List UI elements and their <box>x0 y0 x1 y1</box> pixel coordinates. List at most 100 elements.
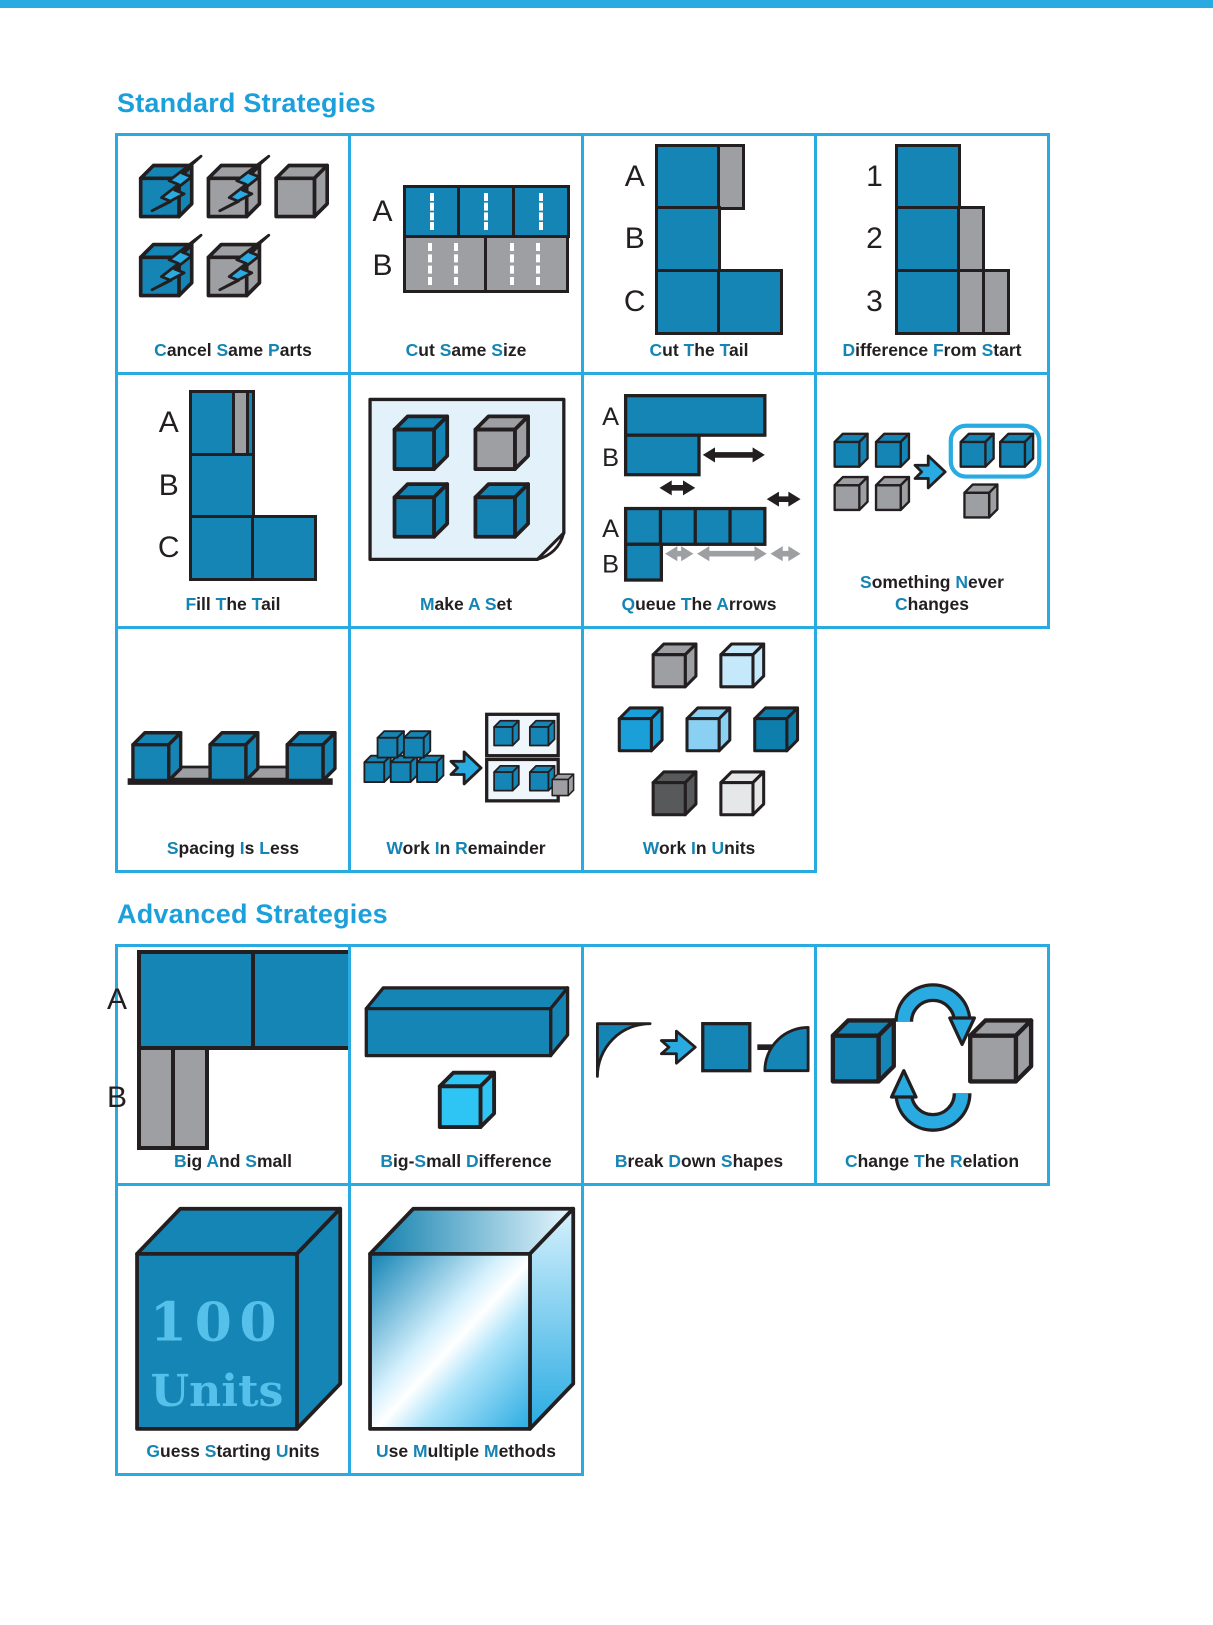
strategy-cell-cancel-same-parts: Cancel Same Parts <box>115 133 351 375</box>
strategy-cell-cut-the-tail: A B C Cut The Tail <box>581 133 817 375</box>
bar-b-segments <box>402 234 569 293</box>
gray-double-arrow-icon <box>665 546 694 562</box>
strategy-cell-fill-the-tail: A B C Fill The Tail <box>115 372 351 629</box>
paper-with-cubes-icon <box>368 397 566 561</box>
row-label: C <box>623 284 646 318</box>
unit-cubes-icon <box>617 641 800 816</box>
strategy-label: Queue The Arrows <box>621 594 777 615</box>
bars-with-arrows-icon: A B A B <box>602 394 801 582</box>
standard-strategies-grid: Cancel Same Parts A B <box>115 133 1063 873</box>
strategy-cell-guess-starting-units: 100 Units Guess Starting Units <box>115 1183 351 1476</box>
cycle-arrow-bottom-icon <box>889 1069 972 1132</box>
strategy-cell-break-down-shapes: Break Down Shapes <box>581 944 817 1186</box>
something-never-changes-figure <box>821 379 1043 592</box>
strategy-label: Cut Same Size <box>405 340 527 361</box>
row-label: A <box>624 159 645 193</box>
strategy-label: Change The Relation <box>844 1151 1020 1172</box>
row-label: B <box>158 468 179 502</box>
row-label: B <box>372 248 393 282</box>
strategy-cell-big-and-small: A B Big And Small <box>107 944 369 1186</box>
make-a-set-figure <box>355 379 577 592</box>
strategy-label: Work In Remainder <box>386 838 546 859</box>
fill-the-tail-figure: A B C <box>122 379 344 592</box>
cut-same-size-figure: A B <box>355 140 577 338</box>
strategy-label: Guess Starting Units <box>146 1441 320 1462</box>
advanced-strategies-grid: A B Big And Small <box>107 944 1063 1476</box>
strategy-cell-work-in-units: Work In Units <box>581 626 817 873</box>
strategy-cell-make-a-set: Make A Set <box>348 372 584 629</box>
cube-pile-to-trays-icon <box>363 712 575 802</box>
strategy-cell-work-in-remainder: Work In Remainder <box>348 626 584 873</box>
cube-groups-arrow-icon <box>833 423 1042 519</box>
right-arrow-icon <box>913 454 947 490</box>
row-label: 3 <box>866 284 883 318</box>
change-the-relation-figure <box>821 951 1043 1149</box>
swap-cubes-icon <box>821 983 1043 1132</box>
row-label: A <box>158 406 179 439</box>
strategy-label: Difference From Start <box>842 340 1022 361</box>
cube-number-text: 100 <box>150 1290 284 1353</box>
small-cube <box>437 1070 497 1129</box>
cube-units-text: Units <box>151 1365 284 1417</box>
double-arrow-icon <box>702 447 765 463</box>
gray-fill-strip <box>231 393 249 453</box>
shape-decomposition-icon <box>595 1022 810 1078</box>
strategy-cell-difference-from-start: 1 2 3 Difference From Start <box>814 133 1050 375</box>
folded-corner <box>536 531 566 561</box>
row-label: B <box>602 444 619 472</box>
strategy-label: Make A Set <box>419 594 513 615</box>
glossy-cube-icon <box>368 1206 576 1431</box>
cancel-same-parts-figure <box>122 140 344 338</box>
row-label: B <box>602 551 619 579</box>
row-label: A <box>106 983 127 1016</box>
row-label: A <box>372 194 393 228</box>
strategy-label: Use Multiple Methods <box>376 1441 556 1462</box>
strategy-cell-use-multiple-methods: Use Multiple Methods <box>348 1183 584 1476</box>
row-label: B <box>106 1081 127 1114</box>
lightning-cubes-icon <box>138 154 330 298</box>
strategy-label: Spacing Is Less <box>166 838 300 859</box>
spaced-cubes-icon <box>127 730 337 785</box>
strategy-cell-spacing-is-less: Spacing Is Less <box>115 626 351 873</box>
strategy-label: Cancel Same Parts <box>154 340 312 361</box>
gray-double-arrow-icon <box>697 546 767 562</box>
strategy-label: Cut The Tail <box>649 340 749 361</box>
section-title-advanced: Advanced Strategies <box>117 899 388 929</box>
strategy-cell-big-small-difference: Big-Small Difference <box>348 944 584 1186</box>
square-shape <box>701 1022 752 1073</box>
work-in-units-figure <box>588 633 810 836</box>
row-label: C <box>157 531 180 564</box>
double-arrow-icon <box>766 491 801 507</box>
double-arrow-icon <box>659 480 696 496</box>
spacing-is-less-figure <box>122 633 344 836</box>
strategy-cell-cut-same-size: A B Cut Same Size <box>348 133 584 375</box>
long-bar-3d <box>364 986 570 1058</box>
strategy-cell-change-the-relation: Change The Relation <box>814 944 1050 1186</box>
big-and-small-figure: A B <box>107 950 369 1150</box>
section-title-standard: Standard Strategies <box>117 88 376 118</box>
strategy-label: Fill The Tail <box>185 594 281 615</box>
strategy-label: Big-Small Difference <box>380 1151 552 1172</box>
difference-from-start-figure: 1 2 3 <box>821 140 1043 338</box>
cycle-arrow-top-icon <box>894 983 976 1047</box>
strategy-cell-queue-the-arrows: A B A B <box>581 372 817 629</box>
queue-the-arrows-figure: A B A B <box>588 379 810 592</box>
guess-starting-units-figure: 100 Units <box>122 1190 344 1439</box>
hundred-units-cube-icon: 100 Units <box>135 1206 343 1431</box>
cut-the-tail-figure: A B C <box>588 140 810 338</box>
strategy-label: Break Down Shapes <box>614 1151 784 1172</box>
strategy-label: Work In Units <box>642 838 756 859</box>
strategy-label: Big And Small <box>173 1151 293 1172</box>
row-label: A <box>602 515 619 543</box>
big-small-difference-figure <box>355 951 577 1149</box>
concave-corner-shape <box>595 1022 652 1078</box>
row-label: 1 <box>866 159 883 193</box>
right-arrow-icon <box>449 750 483 785</box>
bar-a-segments <box>402 185 570 239</box>
quarter-circle-shape <box>763 1026 810 1073</box>
row-label: B <box>624 222 645 255</box>
use-multiple-methods-figure <box>355 1190 577 1439</box>
work-in-remainder-figure <box>355 633 577 836</box>
